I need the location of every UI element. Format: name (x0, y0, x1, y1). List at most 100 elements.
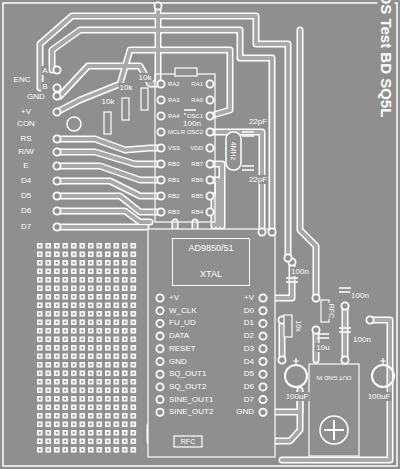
pad (268, 228, 275, 235)
board-outline (3, 3, 397, 466)
trace-edge (300, 30, 316, 298)
pad (259, 333, 266, 340)
label-text: RA4 (167, 113, 181, 119)
electrolytic-capacitor (285, 365, 307, 387)
pad (206, 128, 213, 135)
pad (157, 176, 164, 183)
pad (259, 345, 266, 352)
silkscreen-label: D5 (243, 370, 255, 378)
label-text: 22pF (248, 117, 268, 126)
trace (300, 30, 316, 298)
silkscreen-label: RB7 (190, 161, 204, 167)
crystal-symbol (226, 132, 241, 170)
silkscreen-label: RA2 (167, 81, 181, 87)
label-text: D1 (243, 318, 255, 327)
label-text: E (22, 161, 29, 170)
screw-slot (324, 420, 344, 440)
trace (57, 166, 161, 180)
pad (156, 383, 163, 390)
label-text: +V (20, 107, 32, 116)
label-text: DDS Test BD SQ5L (378, 0, 395, 118)
resistor-symbol (141, 88, 148, 110)
label-text: D5 (243, 369, 255, 378)
label-text: 10k (101, 97, 116, 106)
label-text: VDD (189, 145, 204, 151)
label-text: RB0 (167, 161, 181, 167)
silkscreen-label: GND (235, 408, 255, 416)
chip-label: AD9850/51 (188, 244, 233, 254)
trace (282, 320, 390, 460)
pad (157, 160, 164, 167)
label-text: D6 (243, 382, 255, 391)
dds-module-outline (148, 229, 275, 457)
trace-edge (342, 306, 349, 360)
trace-edge (52, 30, 272, 232)
pad (206, 80, 213, 87)
silkscreen-label: RFC (328, 303, 335, 319)
pad (312, 326, 319, 333)
trace (57, 152, 161, 164)
silkscreen-label: D7 (20, 223, 32, 231)
trace-edge (57, 50, 230, 116)
silkscreen-label: RFC (180, 438, 196, 445)
trace (280, 320, 284, 360)
pad (157, 112, 164, 119)
label-text: D5 (20, 191, 32, 200)
silkscreen-label: D1 (243, 319, 255, 327)
label-text: SINE_OUT1 (168, 395, 214, 404)
silkscreen-label: RA4 (167, 113, 181, 119)
label-text: RFC (328, 303, 335, 319)
label-text: DATA (168, 331, 190, 340)
label-text: SINE_OUT2 (168, 407, 214, 416)
pad (53, 192, 60, 199)
pad (53, 108, 60, 115)
capacitor-symbol (242, 166, 254, 170)
silkscreen-label: A (41, 67, 48, 75)
trace (40, 16, 288, 258)
silkscreen-label: RB3 (167, 209, 181, 215)
silkscreen-label: 10k (295, 319, 302, 332)
silkscreen-label: 10k (101, 98, 116, 106)
silkscreen-label: RB1 (167, 177, 181, 183)
capacitor-symbol (286, 278, 298, 282)
label-text: VSS (167, 145, 181, 151)
silkscreen-label: RA0 (190, 97, 204, 103)
silkscreen-label: B (41, 83, 48, 91)
pad (278, 356, 285, 363)
silkscreen-label: 10k (119, 84, 134, 92)
resistor-symbol (122, 98, 129, 120)
trace-edge (57, 211, 150, 222)
pad (206, 160, 213, 167)
label-text: RA3 (167, 97, 181, 103)
silkscreen-label: 10k (138, 74, 153, 82)
silkscreen-label: OSC2 (186, 129, 204, 135)
label-text: RA2 (167, 81, 181, 87)
silkscreen-label: 22pF (248, 176, 268, 184)
label-text: 100n (352, 335, 372, 344)
silkscreen-label: OSC1 (186, 113, 204, 119)
label-text: 100uF (285, 392, 310, 401)
silkscreen-label: 100n (352, 336, 372, 344)
label-text: RB7 (190, 161, 204, 167)
trace (57, 50, 230, 116)
pad (259, 396, 266, 403)
label-text: RB2 (167, 193, 181, 199)
label-text: RB5 (190, 193, 204, 199)
trace (57, 139, 161, 150)
silkscreen-label: D3 (243, 345, 255, 353)
silkscreen-label: FU_UD (168, 319, 197, 327)
module-chip-box: AD9850/51XTAL (172, 238, 250, 286)
pad (53, 162, 60, 169)
label-text: RA0 (190, 97, 204, 103)
label-text: 100n (182, 119, 202, 128)
trace (57, 225, 146, 229)
screw-terminal (320, 416, 348, 444)
pad (312, 294, 319, 301)
label-text: OSC1 (186, 113, 204, 119)
silkscreen-label: 100uF (285, 393, 310, 401)
pad (284, 254, 291, 261)
silkscreen-label: D4 (243, 358, 255, 366)
label-text: 22pF (248, 175, 268, 184)
resistor-symbol (175, 68, 197, 76)
